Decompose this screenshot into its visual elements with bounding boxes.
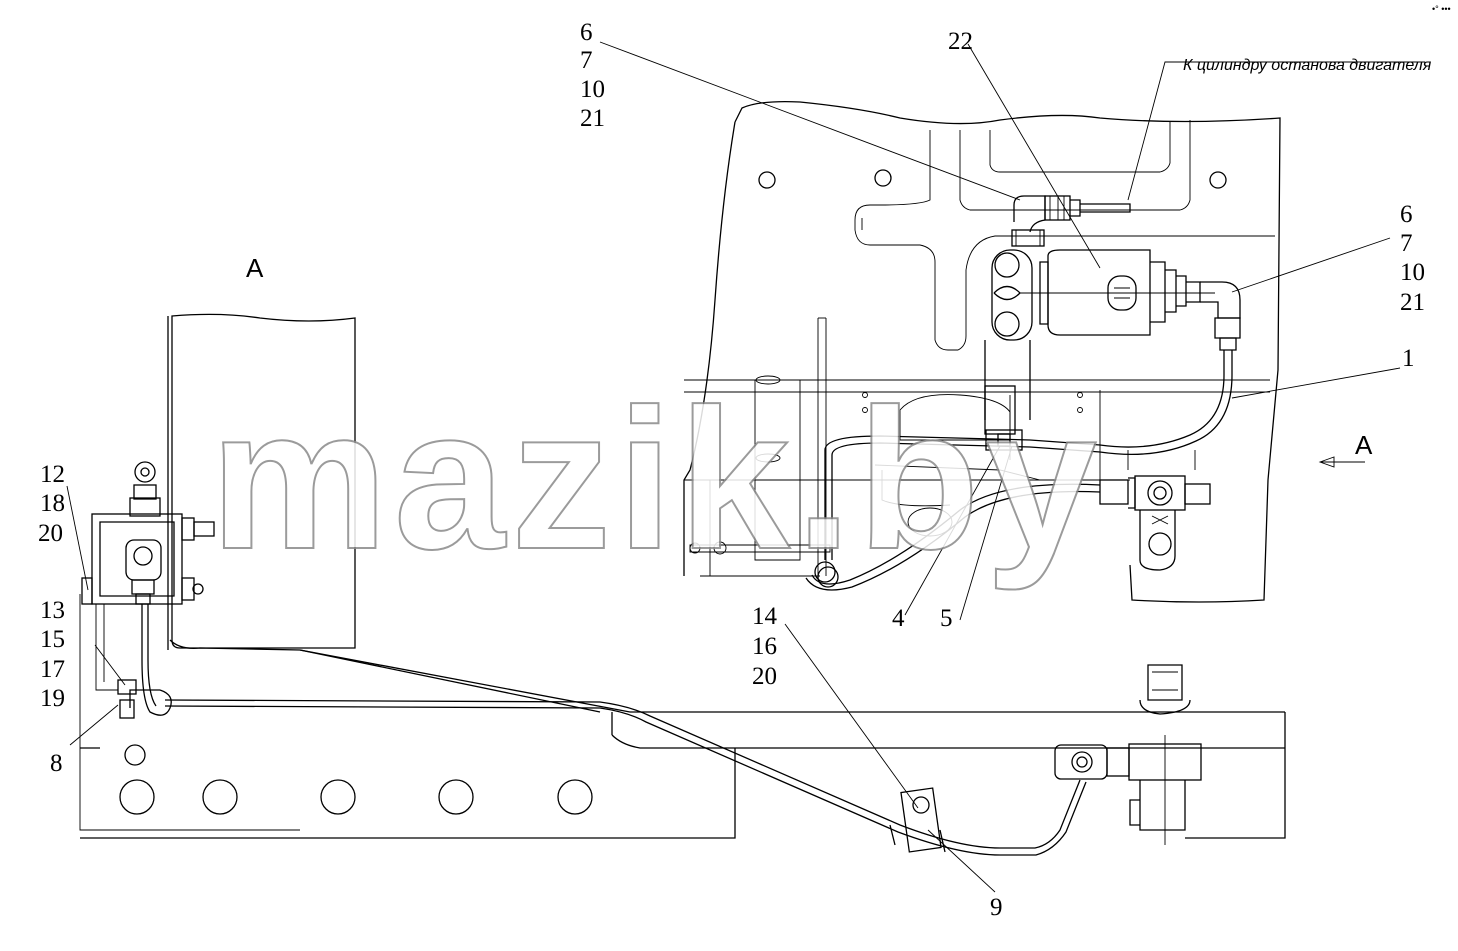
callout-19: 19 [40,685,65,712]
callout-1: 1 [1402,345,1415,372]
callout-4: 4 [892,605,905,632]
callout-10-right: 10 [1400,259,1425,286]
callout-21-right: 21 [1400,289,1425,316]
corner-mark: •° ••• [1432,4,1451,14]
view-arrow-label: А [1355,430,1373,460]
left-bracket-plate [167,313,356,650]
callout-16: 16 [752,633,777,660]
clamp-4-5 [984,385,1023,451]
lower-tube-upper [805,483,1101,591]
left-valve-assembly [79,461,300,831]
callout-9: 9 [990,894,1003,921]
long-tube [164,699,1087,856]
right-fitting-block [1099,450,1211,571]
tube-1 [824,350,1233,560]
callout-21-top: 21 [580,105,605,132]
view-label-a: А [246,253,264,283]
callout-7-right: 7 [1400,230,1413,257]
banjo-fittings [984,229,1045,420]
callout-20-bottom: 20 [752,663,777,690]
callout-10-top: 10 [580,76,605,103]
left-tube [95,604,172,719]
callouts: 6 7 10 21 22 6 7 10 21 1 4 5 12 18 20 13… [38,19,1425,921]
leader-lines [66,41,1425,893]
callout-6-top: 6 [580,19,593,46]
callout-18: 18 [40,490,65,517]
engine-plate [683,100,1281,603]
solenoid-valve [1020,249,1215,336]
elbow-fitting-top [1013,195,1131,233]
callout-15: 15 [40,626,65,653]
callout-7-top: 7 [580,47,593,74]
callout-22: 22 [948,28,973,55]
callout-8: 8 [50,750,63,777]
elbow-fitting-right [1186,281,1241,351]
clamp-9 [889,787,946,853]
frame-rail [80,639,1286,839]
bottom-right-fitting [1054,664,1202,845]
note-engine-stop-cylinder: К цилиндру останова двигателя [1183,57,1432,74]
callout-13: 13 [40,597,65,624]
callout-12: 12 [40,461,65,488]
callout-20-left: 20 [38,520,63,547]
callout-5: 5 [940,605,953,632]
callout-6-right: 6 [1400,201,1413,228]
watermark-text: mazik.by [210,368,1103,591]
callout-14: 14 [752,603,778,630]
callout-17: 17 [40,656,65,683]
